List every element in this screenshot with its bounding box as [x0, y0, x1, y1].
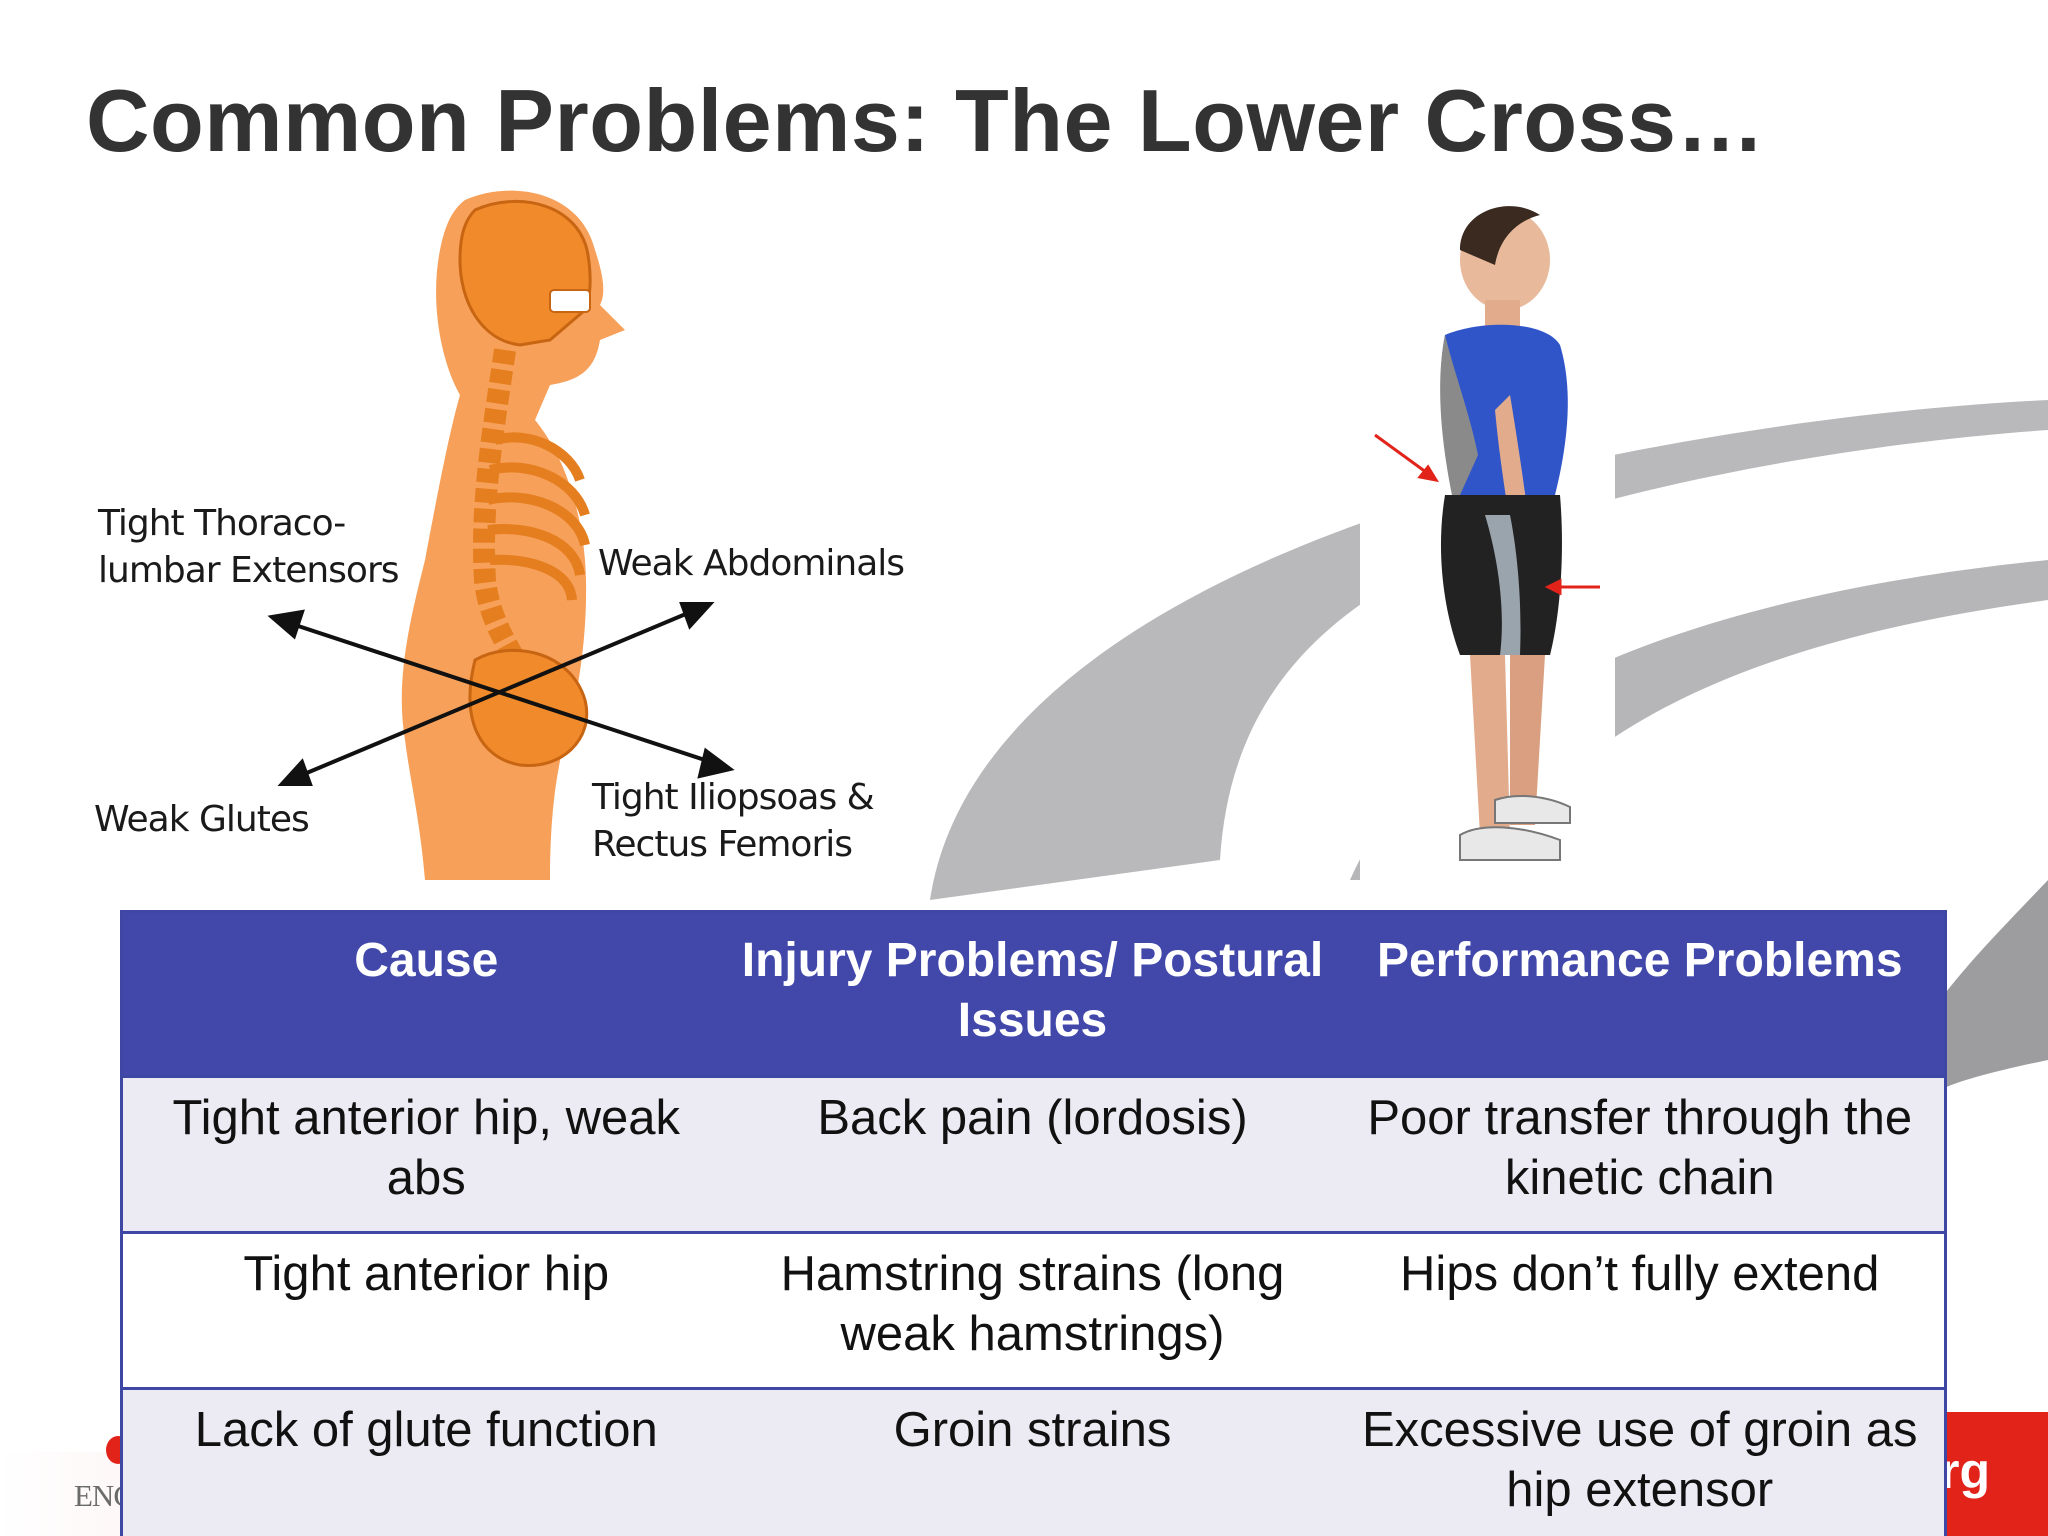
table-row: Tight anterior hip Hamstring strains (lo… — [121, 1231, 1946, 1389]
footer-url[interactable]: rg — [1940, 1443, 1990, 1499]
table-cell: Groin strains — [729, 1387, 1336, 1536]
label-weak-abdominals: Weak Abdominals — [598, 543, 905, 584]
posture-photo — [1360, 195, 1620, 890]
standing-person-icon — [1360, 206, 1615, 890]
label-tight-iliopsoas: Tight Iliopsoas & Rectus Femoris — [592, 777, 875, 865]
label-tight-thoraco-lumbar: Tight Thoraco- lumbar Extensors — [98, 503, 400, 591]
table-cell: Tight anterior hip — [121, 1231, 730, 1389]
table-header-row: Cause Injury Problems/ Postural Issues P… — [121, 911, 1946, 1077]
header-cause: Cause — [121, 911, 730, 1077]
lower-cross-diagram: Tight Thoraco- lumbar Extensors Weak Abd… — [80, 180, 950, 880]
table-cell: Hamstring strains (long weak hamstrings) — [729, 1231, 1336, 1389]
table-cell: Poor transfer through the kinetic chain — [1335, 1075, 1946, 1233]
table-cell: Tight anterior hip, weak abs — [121, 1075, 730, 1233]
table-row: Tight anterior hip, weak abs Back pain (… — [121, 1075, 1946, 1233]
header-injury-problems: Injury Problems/ Postural Issues — [729, 911, 1336, 1077]
table-cell: Lack of glute function — [121, 1387, 730, 1536]
slide-title: Common Problems: The Lower Cross… — [86, 71, 1765, 170]
table-row: Lack of glute function Groin strains Exc… — [121, 1387, 1946, 1536]
table-cell: Hips don’t fully extend — [1335, 1231, 1946, 1389]
header-performance-problems: Performance Problems — [1335, 911, 1946, 1077]
label-weak-glutes: Weak Glutes — [94, 799, 310, 840]
skeleton-figure-icon — [267, 190, 735, 880]
table-cell: Back pain (lordosis) — [729, 1075, 1336, 1233]
lower-cross-table: Cause Injury Problems/ Postural Issues P… — [120, 910, 1947, 1536]
table-cell: Excessive use of groin as hip extensor — [1335, 1387, 1946, 1536]
